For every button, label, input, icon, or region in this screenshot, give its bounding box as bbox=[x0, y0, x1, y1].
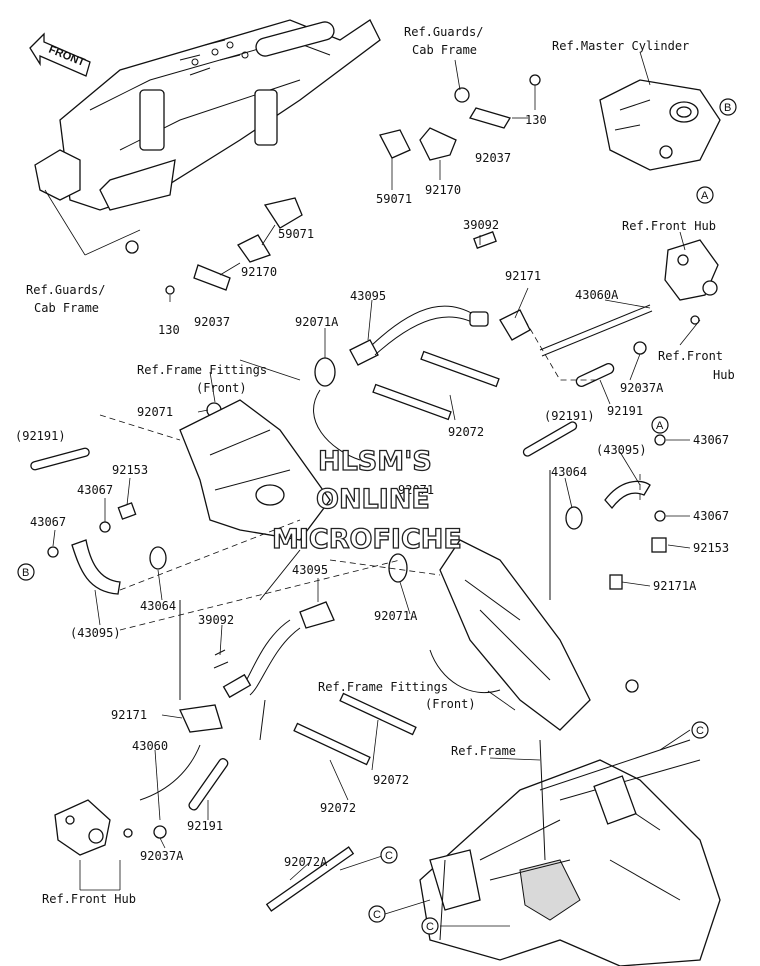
svg-text:C: C bbox=[373, 909, 381, 921]
label-39092-top: 39092 bbox=[463, 218, 499, 232]
label-92072A: 92072A bbox=[284, 855, 328, 869]
label-92191-paren-left: (92191) bbox=[15, 429, 66, 443]
label-92071-left: 92071 bbox=[137, 405, 173, 419]
label-59071-left: 59071 bbox=[278, 227, 314, 241]
label-92191-low: 92191 bbox=[187, 819, 223, 833]
front-hub-bottom-illustration bbox=[54, 799, 111, 856]
label-ref-front-hub-bottom: Ref.Front Hub bbox=[42, 892, 136, 906]
label-43064-left: 43064 bbox=[140, 599, 176, 613]
frame-illustration bbox=[419, 739, 721, 966]
label-ref-guards-cab-left: Ref.Guards/ bbox=[26, 283, 105, 297]
leader-lines bbox=[44, 51, 701, 927]
label-43095-mid: 43095 bbox=[350, 289, 386, 303]
label-92072-low2: 92072 bbox=[320, 801, 356, 815]
label-130-top: 130 bbox=[525, 113, 547, 127]
label-92171-low: 92171 bbox=[111, 708, 147, 722]
reference-lines bbox=[99, 319, 641, 941]
label-43067-r2: 43067 bbox=[693, 509, 729, 523]
svg-text:C: C bbox=[426, 921, 434, 933]
label-43067-l2: 43067 bbox=[30, 515, 66, 529]
label-39092-low: 39092 bbox=[198, 613, 234, 627]
label-92191-mid: 92191 bbox=[607, 404, 643, 418]
front-arrow-icon: FRONT bbox=[29, 32, 91, 77]
label-59071-top: 59071 bbox=[376, 192, 412, 206]
label-92153-right: 92153 bbox=[693, 541, 729, 555]
master-cylinder-illustration bbox=[599, 79, 721, 171]
label-43064-right: 43064 bbox=[551, 465, 587, 479]
label-92071A-mid: 92071A bbox=[295, 315, 339, 329]
label-43095-low: 43095 bbox=[292, 563, 328, 577]
label-92071-center: 92071 bbox=[398, 483, 434, 497]
label-92037A-right: 92037A bbox=[620, 381, 664, 395]
label-ref-guards-cab-top: Ref.Guards/ bbox=[404, 25, 483, 39]
front-hub-top-illustration bbox=[664, 239, 719, 325]
label-ref-front-hub-right-1: Ref.Front bbox=[658, 349, 723, 363]
svg-text:ONLINE: ONLINE bbox=[316, 484, 430, 515]
label-92037-top: 92037 bbox=[475, 151, 511, 165]
svg-text:MICROFICHE: MICROFICHE bbox=[272, 524, 462, 555]
label-92037A-low: 92037A bbox=[140, 849, 184, 863]
label-ref-guards-cab-top-2: Cab Frame bbox=[412, 43, 477, 57]
label-130-left: 130 bbox=[158, 323, 180, 337]
label-92153-left: 92153 bbox=[112, 463, 148, 477]
label-ref-frame-fittings-low-2: (Front) bbox=[425, 697, 476, 711]
label-92170-left: 92170 bbox=[241, 265, 277, 279]
clamp-parts-top bbox=[125, 74, 541, 295]
svg-text:HLSM'S: HLSM'S bbox=[318, 446, 432, 477]
label-ref-front-hub-top: Ref.Front Hub bbox=[622, 219, 716, 233]
label-ref-guards-cab-left-2: Cab Frame bbox=[34, 301, 99, 315]
svg-text:B: B bbox=[724, 102, 731, 114]
label-43060: 43060 bbox=[132, 739, 168, 753]
cable-ties bbox=[265, 350, 500, 912]
label-43095-paren-left: (43095) bbox=[70, 626, 121, 640]
svg-text:B: B bbox=[22, 567, 29, 579]
label-ref-frame-fittings-2: (Front) bbox=[196, 381, 247, 395]
label-43060A: 43060A bbox=[575, 288, 619, 302]
frame-fitting-left bbox=[179, 399, 331, 541]
label-92072-low1: 92072 bbox=[373, 773, 409, 787]
frame-fitting-right bbox=[439, 539, 639, 731]
label-92191-paren-right: (92191) bbox=[544, 409, 595, 423]
label-92170-top: 92170 bbox=[425, 183, 461, 197]
label-ref-frame-fittings: Ref.Frame Fittings bbox=[137, 363, 267, 377]
label-43067-r1: 43067 bbox=[693, 433, 729, 447]
guard-frame-illustration bbox=[34, 19, 381, 211]
callout-circles: B A A B C C C C bbox=[17, 98, 737, 935]
label-ref-master-cylinder: Ref.Master Cylinder bbox=[552, 39, 689, 53]
brake-lines-upper bbox=[206, 231, 653, 418]
part-labels: Ref.Guards/ Cab Frame Ref.Master Cylinde… bbox=[15, 25, 735, 906]
svg-text:A: A bbox=[701, 190, 709, 202]
label-ref-front-hub-right-2: Hub bbox=[713, 368, 735, 382]
label-ref-frame-fittings-low: Ref.Frame Fittings bbox=[318, 680, 448, 694]
label-92171-top: 92171 bbox=[505, 269, 541, 283]
label-92037-left: 92037 bbox=[194, 315, 230, 329]
label-92072-mid: 92072 bbox=[448, 425, 484, 439]
watermark: HLSM'S ONLINE MICROFICHE bbox=[271, 445, 462, 555]
label-92071A-low: 92071A bbox=[374, 609, 418, 623]
label-ref-frame: Ref.Frame bbox=[451, 744, 516, 758]
svg-text:A: A bbox=[656, 420, 664, 432]
label-92171A: 92171A bbox=[653, 579, 697, 593]
label-43095-paren-right: (43095) bbox=[596, 443, 647, 457]
svg-text:C: C bbox=[385, 850, 393, 862]
label-43067-l1: 43067 bbox=[77, 483, 113, 497]
svg-text:C: C bbox=[696, 725, 704, 737]
